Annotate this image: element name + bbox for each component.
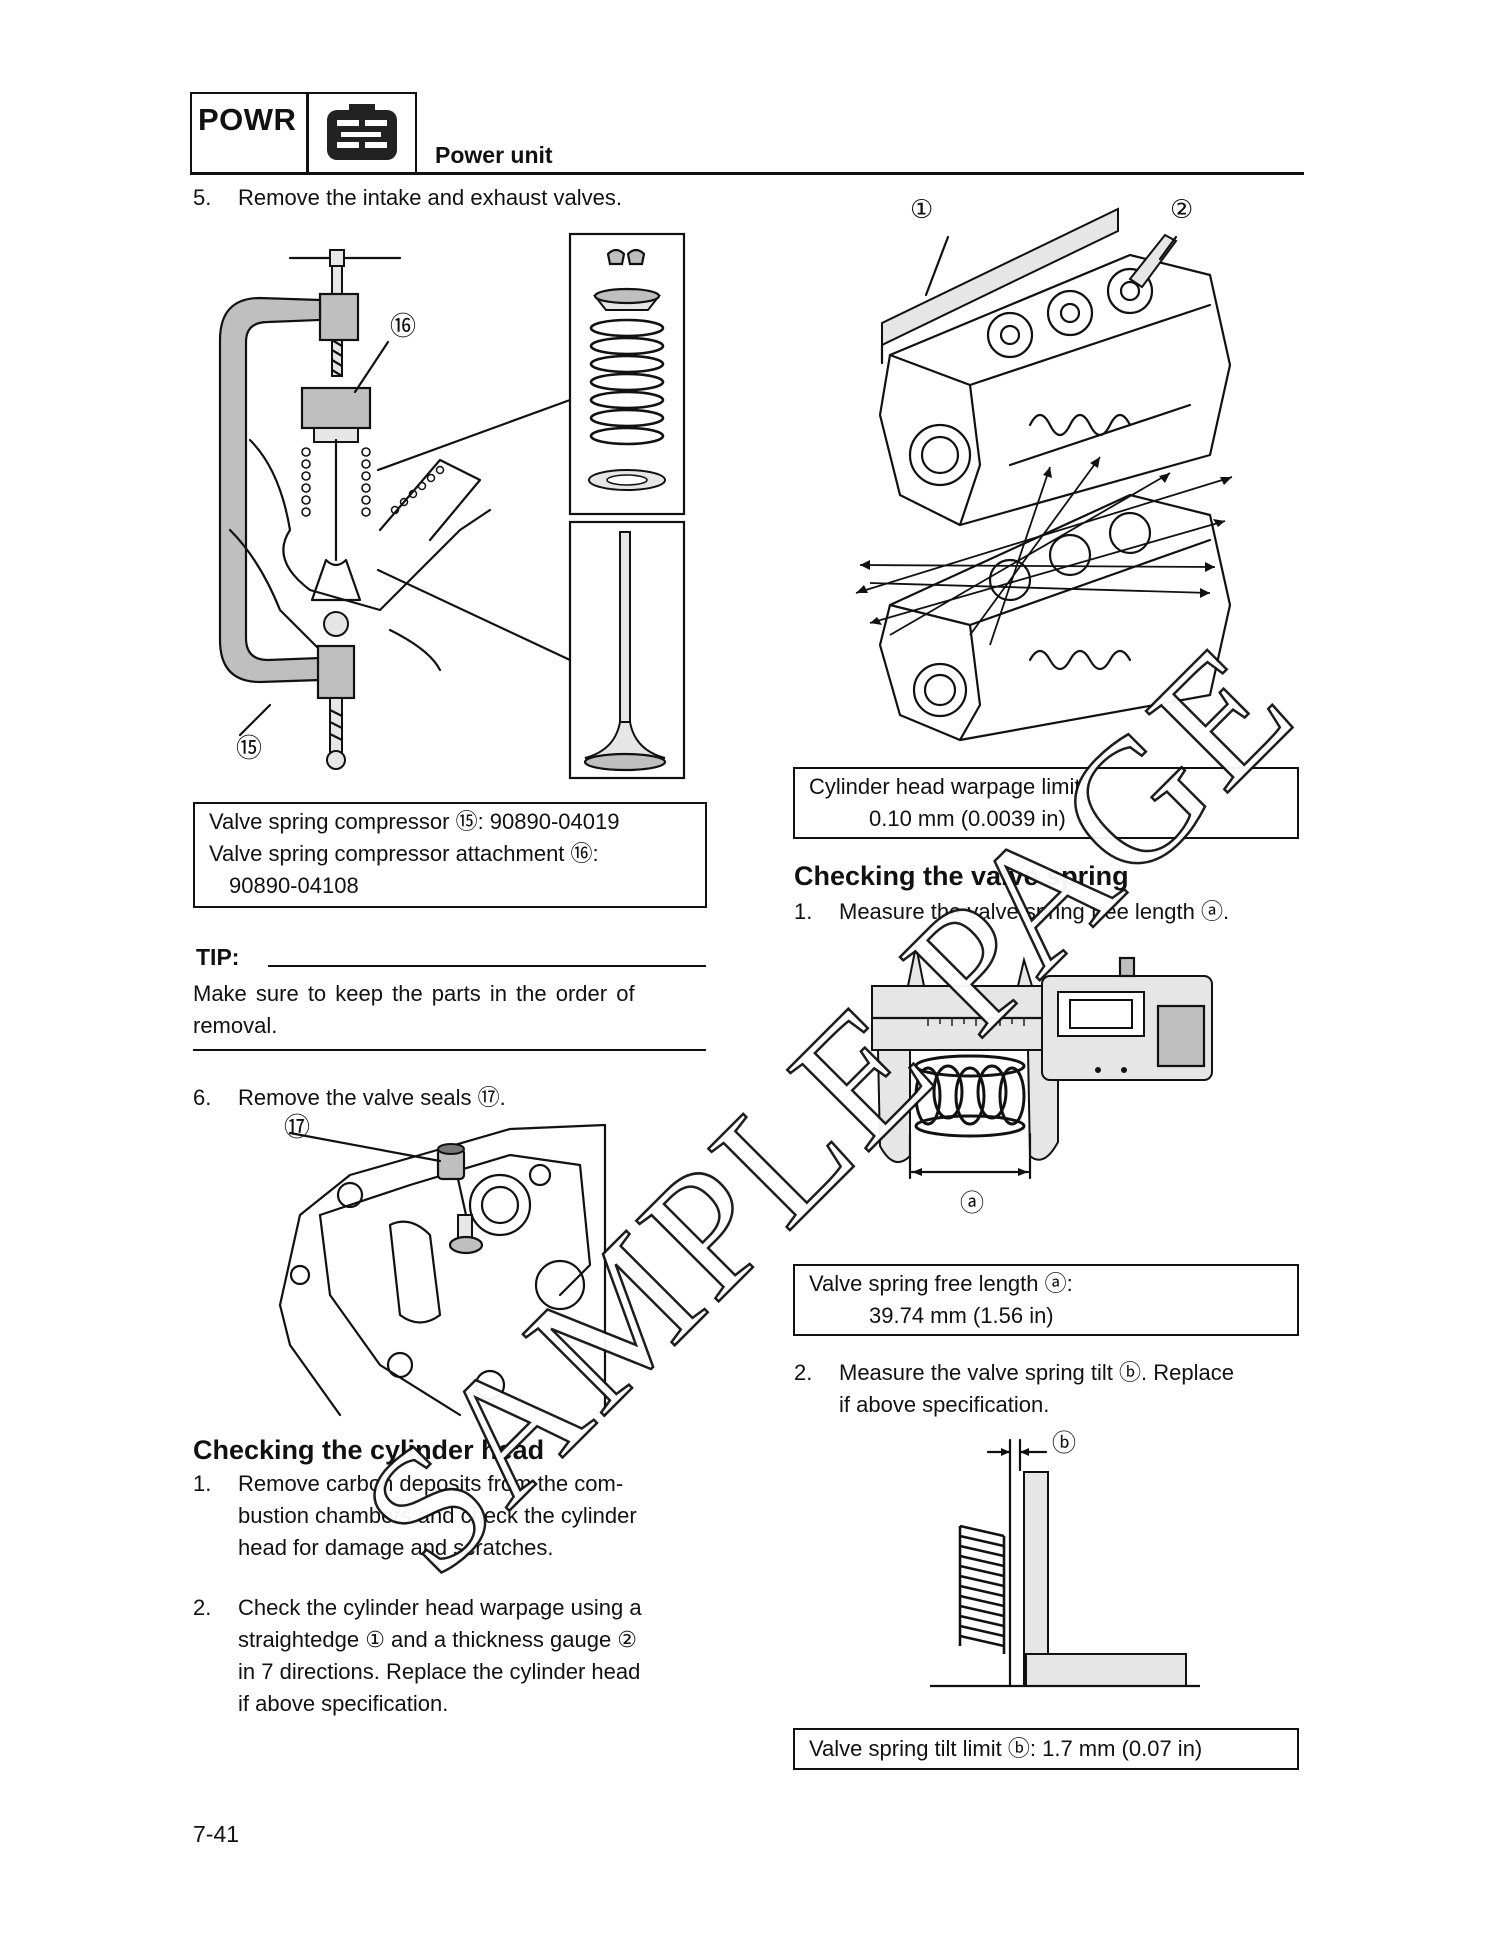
- tip-rule-top: [268, 965, 706, 967]
- spring-tilt-figure: ⓑ: [930, 1430, 1200, 1690]
- valve-seal-figure: ⑰: [260, 1112, 610, 1425]
- tip-line-1: Make sure to keep the parts in the order…: [193, 981, 635, 1006]
- free-length-box: Valve spring free length ⓐ: 39.74 mm (1.…: [793, 1264, 1299, 1336]
- section-icon-box: [307, 92, 417, 174]
- tilt-limit-box: Valve spring tilt limit ⓑ: 1.7 mm (0.07 …: [793, 1728, 1299, 1770]
- spring-step-2-line-1: Measure the valve spring tilt ⓑ. Replace: [839, 1360, 1234, 1385]
- section-code: POWR: [198, 102, 297, 137]
- power-unit-engine-icon: [321, 102, 403, 171]
- step-5-text: Remove the intake and exhaust valves.: [238, 185, 623, 210]
- callout-15: ⑮: [236, 733, 263, 763]
- valve-spring-compressor-figure: ⑯ ⑮: [190, 230, 710, 790]
- tip-rule-bottom: [193, 1049, 706, 1051]
- cyl-step-2-line-4: if above specification.: [238, 1691, 449, 1716]
- section-code-box: POWR: [190, 92, 308, 174]
- callout-1: ①: [910, 194, 934, 224]
- heading-checking-cylinder-head: Checking the cylinder head: [193, 1435, 545, 1465]
- step-5-number: 5.: [193, 185, 212, 210]
- spring-step-1-number: 1.: [794, 899, 813, 924]
- warpage-limit-box: Cylinder head warpage limit: 0.10 mm (0.…: [793, 767, 1299, 839]
- header: POWR Power unit: [190, 92, 1304, 178]
- callout-b: ⓑ: [1052, 1430, 1076, 1457]
- cylinder-head-warpage-figure: ① ②: [830, 194, 1250, 745]
- callout-2: ②: [1170, 194, 1194, 224]
- cyl-step-1-line-2: bustion chambers and check the cylinder: [238, 1503, 637, 1528]
- tilt-limit-text: Valve spring tilt limit ⓑ: 1.7 mm (0.07 …: [809, 1736, 1203, 1761]
- tip-title: TIP:: [196, 944, 240, 970]
- callout-16: ⑯: [390, 311, 417, 341]
- tool-spec-line-1: Valve spring compressor ⑮: 90890-04019: [209, 809, 620, 834]
- cyl-step-2-line-2: straightedge ① and a thickness gauge ②: [238, 1627, 638, 1652]
- cyl-step-1-number: 1.: [193, 1471, 212, 1496]
- cyl-step-2-number: 2.: [193, 1595, 212, 1620]
- tool-spec-box: Valve spring compressor ⑮: 90890-04019 V…: [193, 802, 707, 908]
- spring-step-2-number: 2.: [794, 1360, 813, 1385]
- cyl-step-2-line-3: in 7 directions. Replace the cylinder he…: [238, 1659, 641, 1684]
- tool-spec-line-3: 90890-04108: [229, 873, 359, 898]
- heading-checking-valve-spring: Checking the valve spring: [794, 861, 1129, 891]
- free-length-caliper-figure: ⓐ: [868, 946, 1228, 1226]
- callout-a: ⓐ: [960, 1190, 984, 1217]
- cyl-step-2-line-1: Check the cylinder head warpage using a: [238, 1595, 642, 1620]
- free-length-value: 39.74 mm (1.56 in): [869, 1303, 1054, 1328]
- page-number: 7-41: [193, 1821, 240, 1847]
- cyl-step-1-line-1: Remove carbon deposits from the com-: [238, 1471, 624, 1496]
- callout-17: ⑰: [284, 1112, 311, 1142]
- step-6-text: Remove the valve seals ⑰.: [238, 1085, 506, 1110]
- step-6-number: 6.: [193, 1085, 212, 1110]
- tip-line-2: removal.: [193, 1013, 278, 1038]
- tool-spec-line-2: Valve spring compressor attachment ⑯:: [209, 841, 599, 866]
- warpage-limit-label: Cylinder head warpage limit:: [809, 774, 1087, 799]
- free-length-label: Valve spring free length ⓐ:: [809, 1271, 1073, 1296]
- warpage-limit-value: 0.10 mm (0.0039 in): [869, 806, 1066, 831]
- section-title: Power unit: [435, 142, 553, 168]
- header-rule: [190, 172, 1304, 175]
- spring-step-1-text: Measure the valve spring free length ⓐ.: [839, 899, 1230, 924]
- spring-step-2-line-2: if above specification.: [839, 1392, 1050, 1417]
- cyl-step-1-line-3: head for damage and scratches.: [238, 1535, 554, 1560]
